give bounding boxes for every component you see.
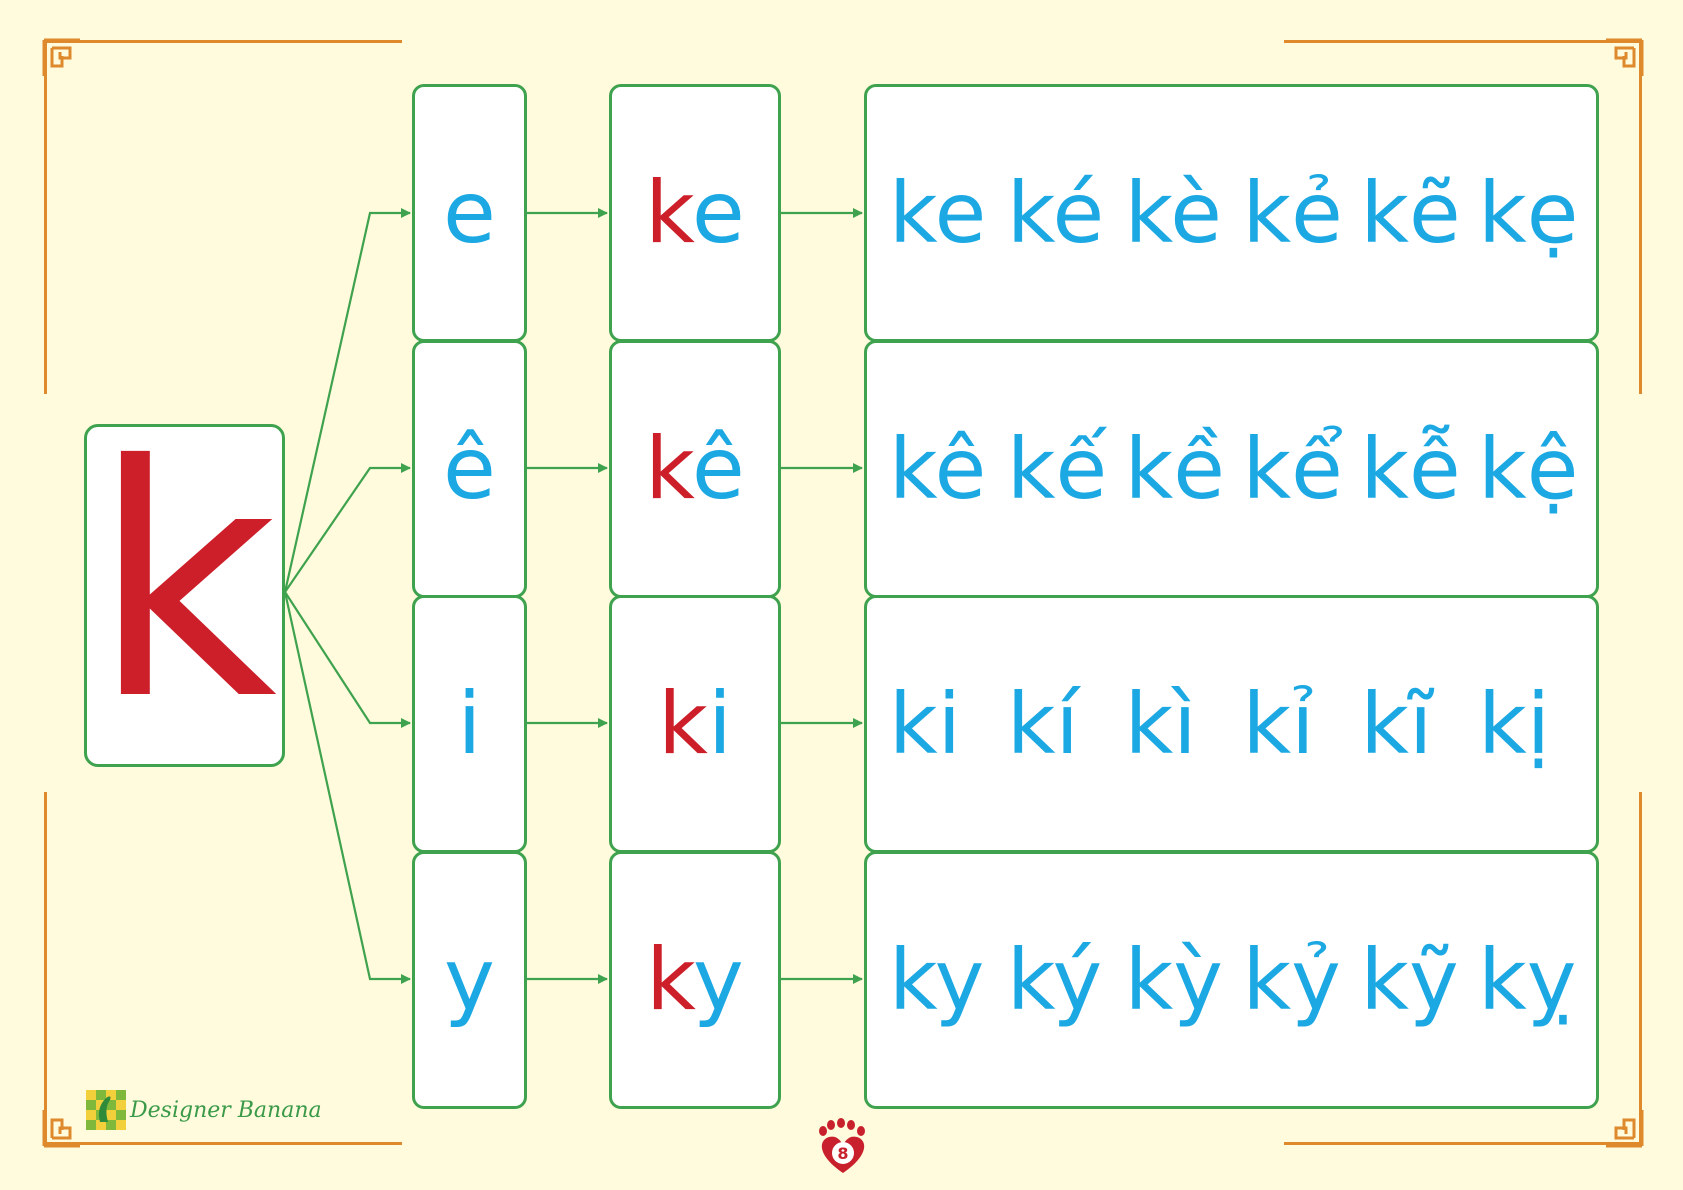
syllable-card: ky [609, 851, 781, 1109]
tone-item: kỉ [1242, 675, 1315, 773]
frame-right-lower-line [1639, 792, 1642, 1145]
tones-card: ki kí kì kỉ kĩ kị [864, 595, 1599, 853]
vowel-letter: e [443, 163, 496, 263]
tone-item: kè [1124, 164, 1222, 262]
tone-item: kẹ [1478, 164, 1579, 262]
frame-top-left-line [44, 40, 402, 43]
tone-item: ký [1006, 931, 1103, 1029]
tone-item: kê [889, 420, 987, 518]
tone-item: ke [889, 164, 987, 262]
vowel-card: i [412, 595, 527, 853]
vowel-letter: ê [443, 419, 496, 519]
syllable-consonant: k [646, 930, 693, 1030]
tone-item: kì [1124, 675, 1197, 773]
tone-item: kể [1242, 420, 1343, 518]
tones-card: ky ký kỳ kỷ kỹ kỵ [864, 851, 1599, 1109]
frame-right-upper-line [1639, 40, 1642, 394]
syllable-vowel: i [707, 674, 732, 774]
vowel-card: y [412, 851, 527, 1109]
corner-ornament-top-left [42, 38, 80, 76]
branch-arrow-ê [284, 463, 411, 593]
tone-item: kế [1006, 420, 1108, 518]
syllable-card: ke [609, 84, 781, 342]
tone-item: kẻ [1242, 164, 1343, 262]
syllable-text: kê [645, 426, 745, 512]
consonant-card: k [84, 424, 285, 767]
vowel-card: e [412, 84, 527, 342]
footprint-icon [819, 1118, 865, 1136]
tone-item: kị [1478, 675, 1551, 773]
tone-list: ky ký kỳ kỷ kỹ kỵ [867, 938, 1596, 1022]
tone-item: kĩ [1360, 675, 1433, 773]
syllable-card: ki [609, 595, 781, 853]
corner-ornament-bottom-left [42, 1110, 80, 1148]
page-number-badge: 8 [819, 1118, 865, 1173]
branch-arrow-i [284, 591, 411, 728]
tone-item: kỹ [1360, 931, 1459, 1029]
tone-list: ki kí kì kỉ kĩ kị [867, 682, 1596, 766]
tone-list: kê kế kề kể kễ kệ [867, 427, 1596, 511]
frame-bottom-right-line [1284, 1142, 1642, 1145]
page-number: 8 [837, 1144, 848, 1163]
frame-top-right-line [1284, 40, 1642, 43]
vowel-letter: y [444, 930, 495, 1030]
syllable-vowel: ê [691, 419, 745, 519]
tone-item: kỷ [1242, 931, 1341, 1029]
vowel-letter: i [457, 674, 482, 774]
tone-item: kỳ [1124, 931, 1224, 1029]
vowel-card: ê [412, 340, 527, 598]
syllable-consonant: k [645, 163, 692, 263]
tone-item: kề [1124, 420, 1225, 518]
corner-ornament-bottom-right [1606, 1110, 1644, 1148]
consonant-letter: k [91, 397, 278, 770]
branch-arrow-e [283, 208, 411, 593]
syllable-text: ky [646, 937, 744, 1023]
designer-banana-logo: Designer Banana [86, 1090, 322, 1130]
syllable-vowel: e [691, 163, 745, 263]
syllable-text: ke [645, 170, 745, 256]
tone-item: ky [889, 931, 985, 1029]
tone-item: kí [1006, 675, 1079, 773]
corner-ornament-top-right [1606, 38, 1644, 76]
tones-card: ke ké kè kẻ kẽ kẹ [864, 84, 1599, 342]
tone-item: ki [889, 675, 961, 773]
tone-item: kỵ [1478, 931, 1577, 1029]
tone-item: kệ [1478, 420, 1579, 518]
branch-arrow-y [283, 591, 411, 984]
syllable-consonant: k [645, 419, 692, 519]
syllable-consonant: k [658, 674, 708, 774]
frame-left-upper-line [44, 40, 47, 394]
frame-bottom-left-line [44, 1142, 402, 1145]
syllable-text: ki [658, 681, 732, 767]
tones-card: kê kế kề kể kễ kệ [864, 340, 1599, 598]
tone-item: ké [1006, 164, 1105, 262]
frame-left-lower-line [44, 792, 47, 1145]
syllable-vowel: y [692, 930, 744, 1030]
tone-item: kễ [1360, 420, 1461, 518]
tone-item: kẽ [1360, 164, 1461, 262]
banana-mascot-icon [86, 1090, 126, 1130]
syllable-card: kê [609, 340, 781, 598]
brand-name: Designer Banana [130, 1097, 322, 1123]
tone-list: ke ké kè kẻ kẽ kẹ [867, 171, 1596, 255]
